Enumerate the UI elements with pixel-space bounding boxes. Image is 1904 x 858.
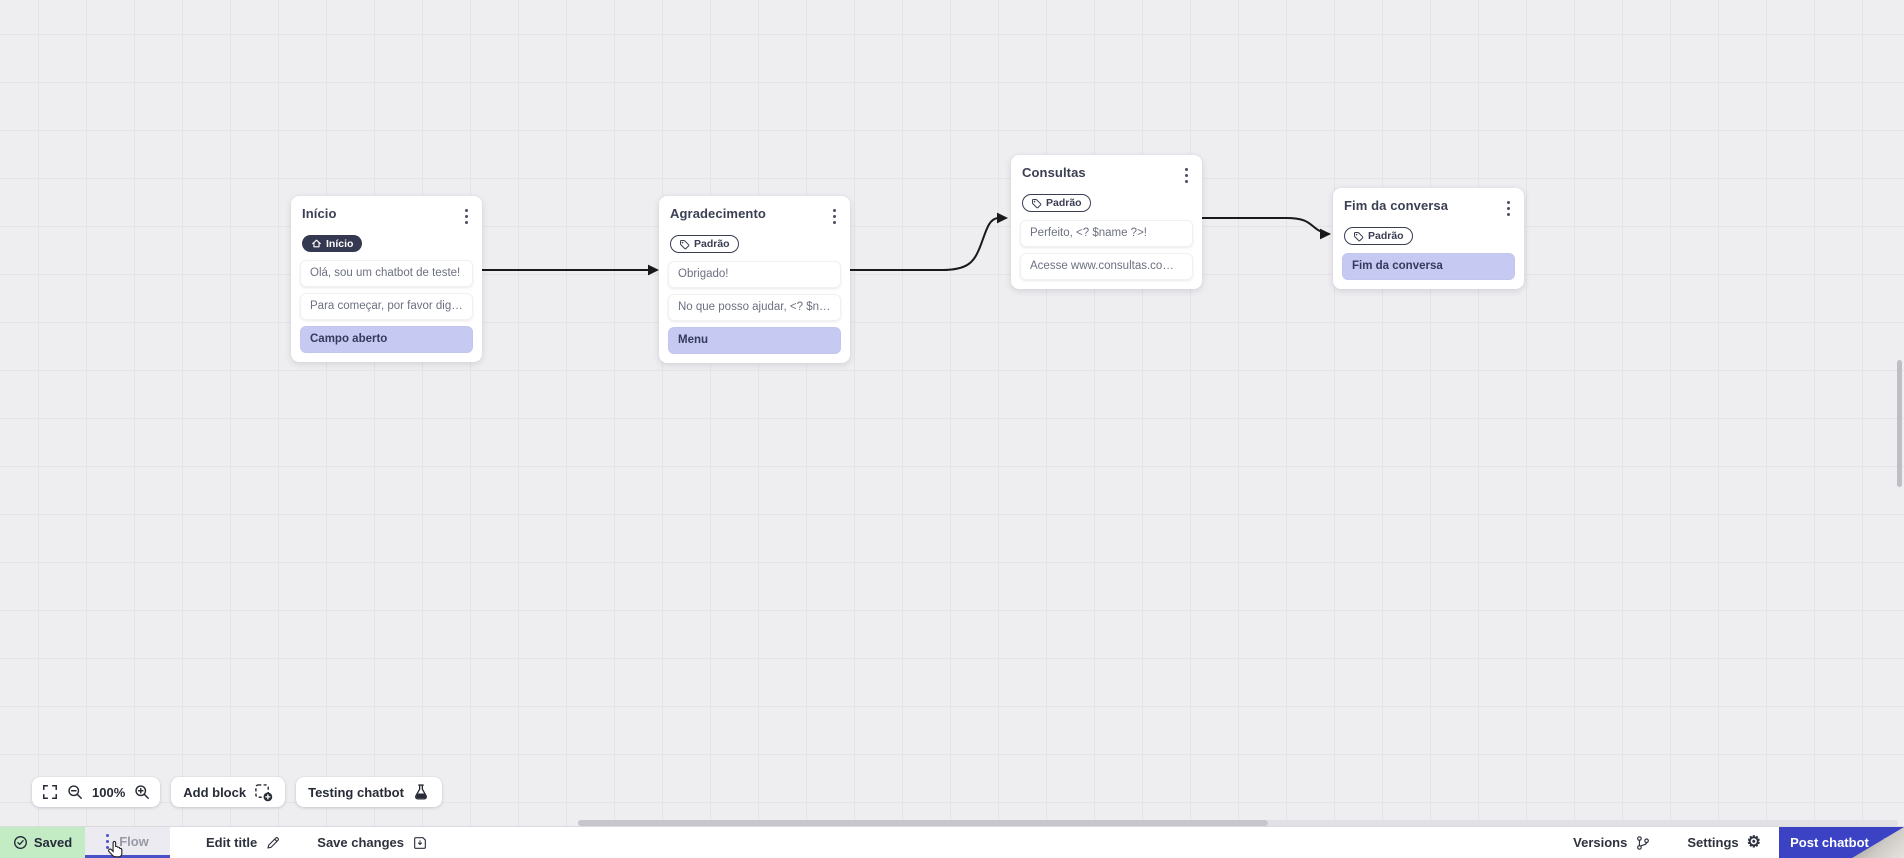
flow-canvas[interactable]: Início Início Olá, sou um chatbot de tes… <box>0 0 1904 827</box>
node-menu-icon[interactable] <box>1503 198 1514 219</box>
horizontal-scrollbar-thumb[interactable] <box>578 820 1268 826</box>
save-changes-button[interactable]: Save changes <box>299 827 446 858</box>
node-title: Início <box>302 206 337 221</box>
zoom-controls: 100% <box>32 777 161 807</box>
node-menu-icon[interactable] <box>461 206 472 227</box>
flow-node-inicio[interactable]: Início Início Olá, sou um chatbot de tes… <box>291 196 482 363</box>
node-menu-icon[interactable] <box>1181 165 1192 186</box>
flow-node-fim-da-conversa[interactable]: Fim da conversa Padrão Fim da conversa <box>1333 188 1524 289</box>
status-bar: Saved Flow Edit title Save changes Versi… <box>0 827 1904 858</box>
flow-connections <box>481 212 1331 276</box>
node-type-badge: Padrão <box>1344 227 1413 246</box>
node-action-block[interactable]: Menu <box>668 326 841 354</box>
git-branch-icon <box>1637 835 1650 850</box>
tag-icon <box>1031 198 1042 209</box>
statusbar-spacer <box>446 827 1555 858</box>
tab-flow[interactable]: Flow <box>85 827 170 858</box>
check-circle-icon <box>13 836 27 849</box>
zoom-in-icon[interactable] <box>134 784 150 800</box>
saved-status-badge: Saved <box>0 827 85 858</box>
edge-agradecimento-consultas <box>849 217 999 271</box>
zoom-out-icon[interactable] <box>67 784 83 800</box>
node-message[interactable]: Acesse www.consultas.com par... <box>1020 252 1193 280</box>
node-type-badge: Padrão <box>1022 194 1091 213</box>
node-type-badge: Padrão <box>670 235 739 254</box>
flow-node-agradecimento[interactable]: Agradecimento Padrão Obrigado! No que po… <box>659 196 850 363</box>
vertical-scrollbar-thumb[interactable] <box>1897 360 1902 487</box>
node-title: Agradecimento <box>670 206 766 221</box>
flow-node-consultas[interactable]: Consultas Padrão Perfeito, <? $name ?>! … <box>1011 155 1202 289</box>
drag-handle-dots-icon[interactable] <box>106 832 110 850</box>
home-icon <box>312 239 321 248</box>
testing-chatbot-button[interactable]: Testing chatbot <box>296 777 442 807</box>
pencil-icon <box>267 836 280 849</box>
edit-title-button[interactable]: Edit title <box>188 827 299 858</box>
node-title: Consultas <box>1022 165 1086 180</box>
node-message[interactable]: No que posso ajudar, <? $name ... <box>668 293 841 321</box>
node-menu-icon[interactable] <box>829 206 840 227</box>
zoom-level: 100% <box>92 784 126 800</box>
fullscreen-icon[interactable] <box>42 784 58 800</box>
node-title: Fim da conversa <box>1344 198 1449 213</box>
node-action-block[interactable]: Fim da conversa <box>1342 252 1515 280</box>
node-message[interactable]: Obrigado! <box>668 260 841 288</box>
node-type-badge: Início <box>302 235 363 253</box>
versions-button[interactable]: Versions <box>1555 827 1669 858</box>
save-icon <box>414 836 426 849</box>
canvas-toolbar: 100% Add block Testing chatbot <box>32 777 442 807</box>
node-input-block[interactable]: Campo aberto <box>300 326 473 354</box>
tag-icon <box>679 239 690 250</box>
settings-button[interactable]: Settings ⚙ <box>1687 833 1761 851</box>
node-message[interactable]: Olá, sou um chatbot de teste! <box>300 260 473 288</box>
node-message[interactable]: Para começar, por favor digite o ... <box>300 293 473 321</box>
tag-icon <box>1353 231 1364 242</box>
add-block-icon <box>255 783 273 801</box>
add-block-button[interactable]: Add block <box>171 777 286 807</box>
node-message[interactable]: Perfeito, <? $name ?>! <box>1020 219 1193 247</box>
gear-icon: ⚙ <box>1746 833 1761 851</box>
edge-consultas-fim <box>1201 217 1330 235</box>
flask-icon <box>414 784 427 800</box>
